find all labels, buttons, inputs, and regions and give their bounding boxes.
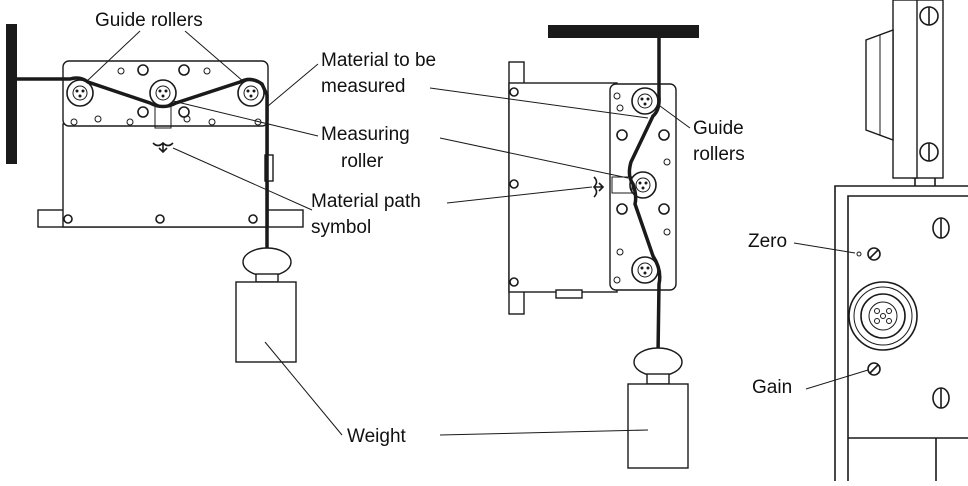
zero-potentiometer	[856, 247, 881, 261]
left-sensor-view	[6, 24, 304, 363]
leader-zero	[793, 242, 856, 254]
left-housing-screws	[63, 214, 258, 224]
leader-weight-middle	[439, 429, 649, 436]
middle-path-symbol	[592, 176, 605, 198]
label-material-line2: measured	[321, 76, 406, 97]
right-side-screws	[932, 217, 950, 409]
middle-plate-screws	[613, 92, 671, 284]
label-guide-rollers-left: Guide rollers	[95, 10, 203, 31]
right-upper-screws	[919, 6, 939, 162]
leader-weight-left	[264, 341, 343, 436]
gain-potentiometer	[867, 362, 881, 376]
leader-gain	[805, 369, 869, 390]
leader-path-symbol-left	[172, 147, 313, 211]
leader-guide-rollers-left-2	[184, 30, 245, 83]
label-measuring-line2: roller	[341, 151, 384, 172]
middle-mounting-bar	[548, 25, 699, 38]
left-housing	[62, 123, 269, 228]
leader-material-middle	[429, 87, 649, 119]
label-guide-rollers-middle-line1: Guide	[693, 118, 744, 139]
middle-sensor-view	[508, 25, 699, 469]
leader-measuring-roller-middle	[439, 137, 629, 179]
right-connector	[848, 281, 918, 351]
middle-material-path	[627, 38, 662, 356]
left-path-symbol	[152, 141, 174, 154]
label-guide-rollers-middle-line2: rollers	[693, 144, 745, 165]
label-path-symbol-line2: symbol	[311, 217, 371, 238]
middle-bottom-connector	[555, 289, 583, 299]
leader-material	[267, 63, 319, 107]
right-housing-outline-outer	[834, 185, 968, 481]
left-material-path	[17, 76, 269, 248]
right-side-view	[834, 0, 968, 481]
label-path-symbol-line1: Material path	[311, 191, 421, 212]
left-mounting-bar	[6, 24, 17, 164]
leader-measuring-roller-left	[172, 100, 319, 137]
middle-weight	[627, 347, 689, 469]
right-upper-block	[892, 0, 918, 179]
right-housing-outline-inner	[847, 195, 968, 481]
left-weight	[235, 247, 297, 363]
leader-path-symbol-middle	[446, 186, 593, 204]
label-measuring-line1: Measuring	[321, 124, 410, 145]
leader-lines	[85, 30, 869, 436]
labels: Guide rollers Material to be measured Me…	[95, 10, 792, 447]
label-weight: Weight	[347, 426, 407, 447]
leader-guide-rollers-middle-1	[659, 105, 691, 129]
leader-guide-rollers-left-1	[85, 30, 141, 83]
label-zero: Zero	[748, 231, 787, 252]
middle-housing-screws	[509, 87, 519, 287]
left-side-connector	[264, 154, 274, 182]
label-gain: Gain	[752, 377, 792, 398]
label-material-line1: Material to be	[321, 50, 436, 71]
middle-measuring-roller	[629, 171, 657, 199]
